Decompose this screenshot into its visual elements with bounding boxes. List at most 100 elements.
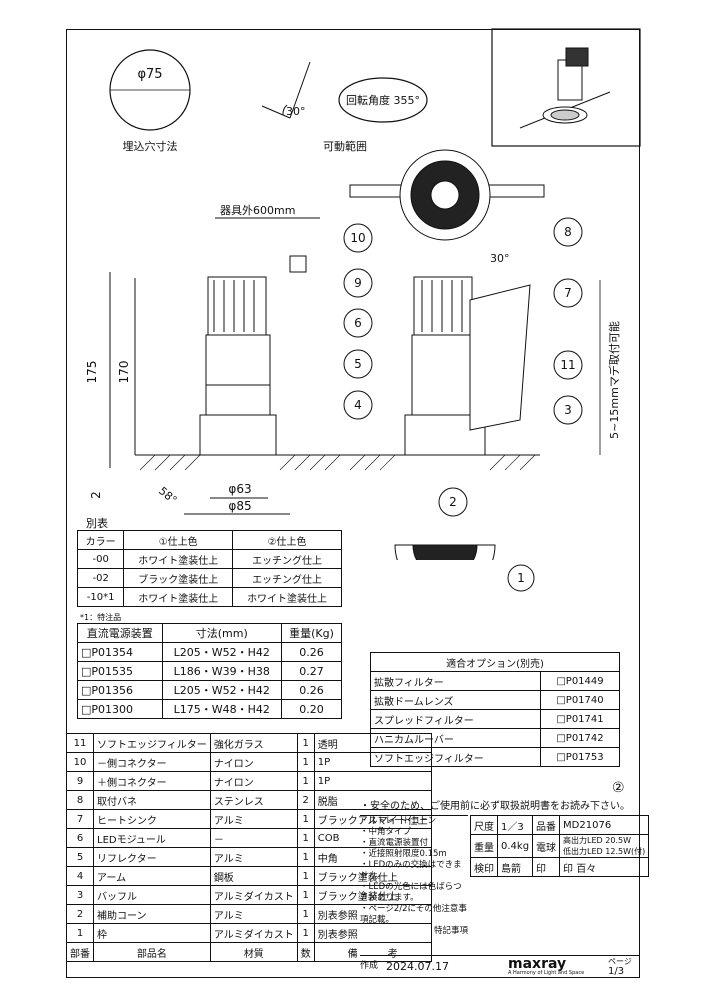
callout-1: 1 <box>517 571 525 585</box>
options-title: 適合オプション(別売) <box>370 652 620 672</box>
table-row: -00 ホワイト塗装仕上 エッチング仕上 <box>76 549 342 569</box>
top-view <box>349 149 545 241</box>
cell: LEDモジュール <box>93 828 211 848</box>
cell: ステンレス <box>209 790 298 810</box>
drawing-frame <box>66 29 640 978</box>
cell: □P01740 <box>539 690 621 710</box>
bottom-strip: 作成 2024.07.17 maxray A Harmony of Light … <box>360 955 640 979</box>
cell: 8 <box>66 790 94 810</box>
dia-63: φ63 <box>228 482 251 496</box>
cell: 6 <box>66 828 94 848</box>
cell: ホワイト塗装仕上 <box>123 549 234 569</box>
dim-2: 2 <box>89 491 103 499</box>
cell: 5 <box>66 847 94 867</box>
bethyo-footnote: *1：特注品 <box>80 613 122 622</box>
table-row: 拡散フィルター□P01449 <box>370 671 621 691</box>
cell: スプレッドフィルター <box>370 709 541 729</box>
cell: － <box>209 828 298 848</box>
cell: アルミ <box>209 847 298 867</box>
note-line: ・LEDのみの交換はできません。 <box>360 860 462 881</box>
cell: 11 <box>66 733 94 753</box>
cell: ブラック塗装仕上 <box>123 568 234 588</box>
callout-4: 4 <box>354 398 362 412</box>
size-header: 寸法(mm) <box>161 623 283 643</box>
cell: 0.26 <box>281 680 342 700</box>
cell: 1 <box>296 847 315 867</box>
callouts <box>343 217 583 517</box>
callout-1-marker: 1 <box>507 564 535 592</box>
cell: リフレクター <box>93 847 211 867</box>
cell: 2 <box>296 790 315 810</box>
scale-label: 尺度 <box>470 815 498 835</box>
cell: アルミ <box>209 904 298 924</box>
cell: ソフトエッジフィルター <box>93 733 211 753</box>
cable-length-label: 器具外600mm <box>220 204 295 217</box>
tilt-top-label: 30° <box>490 252 510 265</box>
note-line: ・中角タイプ <box>360 827 412 837</box>
cell: 透明 <box>313 733 432 753</box>
cell: ＋側コネクター <box>93 771 211 791</box>
cell: □P01449 <box>539 671 621 691</box>
cell: L186・W39・H38 <box>161 661 283 681</box>
cell: 10 <box>66 752 94 772</box>
table-row: スプレッドフィルター□P01741 <box>370 709 621 729</box>
cell: 1 <box>296 885 315 905</box>
stamp: 印 百々 <box>559 857 650 877</box>
cell: L175・W48・H42 <box>161 699 283 719</box>
weight-label: 重量 <box>470 834 498 858</box>
cell: アルミダイカスト <box>209 923 298 943</box>
check-label: 検印 <box>470 857 498 877</box>
model-label: 品番 <box>532 815 561 835</box>
callout-9: 9 <box>354 276 362 290</box>
cell: □P01535 <box>77 661 163 681</box>
note-line: ・ストレートコーン <box>360 816 437 826</box>
rotation-ellipse <box>338 77 428 123</box>
cell: 2 <box>66 904 94 924</box>
callout-11: 11 <box>560 358 575 372</box>
technical-drawing: φ75 埋込穴寸法 30° 回転角度 355° 可動範囲 器具外600mm 17… <box>85 28 641 560</box>
stamp: 印 <box>532 857 561 877</box>
cell: ホワイト塗装仕上 <box>232 587 342 607</box>
note-line: ・直流電源装置付 <box>360 838 429 848</box>
callout-7: 7 <box>564 286 572 300</box>
cell: COB <box>313 828 432 848</box>
cell: アルミ <box>209 809 298 829</box>
safety-mark: ② <box>612 780 625 796</box>
cell: ヒートシンク <box>93 809 211 829</box>
callout-2: 2 <box>449 495 457 509</box>
table-row: 拡散ドームレンズ□P01740 <box>370 690 621 710</box>
cell: 0.26 <box>281 642 342 662</box>
lamp-label: 電球 <box>532 834 561 858</box>
note-line: 特記事項 <box>433 926 468 936</box>
movable-caption: 可動範囲 <box>323 139 367 153</box>
cell: 取付バネ <box>93 790 211 810</box>
note-line: ・近接照射限度0.15m <box>360 849 447 859</box>
tilt-angle-label: 30° <box>286 105 306 118</box>
dia-85: φ85 <box>228 499 251 513</box>
cell: □P01742 <box>539 728 621 748</box>
cell: □P01354 <box>77 642 163 662</box>
cell: □P01356 <box>77 680 163 700</box>
cell: 0.27 <box>281 661 342 681</box>
table-row: -02 ブラック塗装仕上 エッチング仕上 <box>76 568 342 588</box>
cell: ホワイト塗装仕上 <box>123 587 234 607</box>
cell: 部番 <box>66 942 94 962</box>
power-header: 直流電源装置 <box>77 623 163 643</box>
callout-10: 10 <box>350 231 365 245</box>
checker: 島箭 <box>496 857 534 877</box>
angle-58: 58° <box>156 484 179 506</box>
cell: ナイロン <box>209 771 298 791</box>
cell: 1 <box>296 828 315 848</box>
cell: 4 <box>66 866 94 886</box>
hole-diameter-label: φ75 <box>137 67 162 82</box>
cell: 0.20 <box>281 699 342 719</box>
note-line: ・LEDの光色には色ばらつきがあります。 <box>360 882 462 903</box>
bottom-view <box>394 544 496 560</box>
cell: 数 <box>296 942 315 962</box>
